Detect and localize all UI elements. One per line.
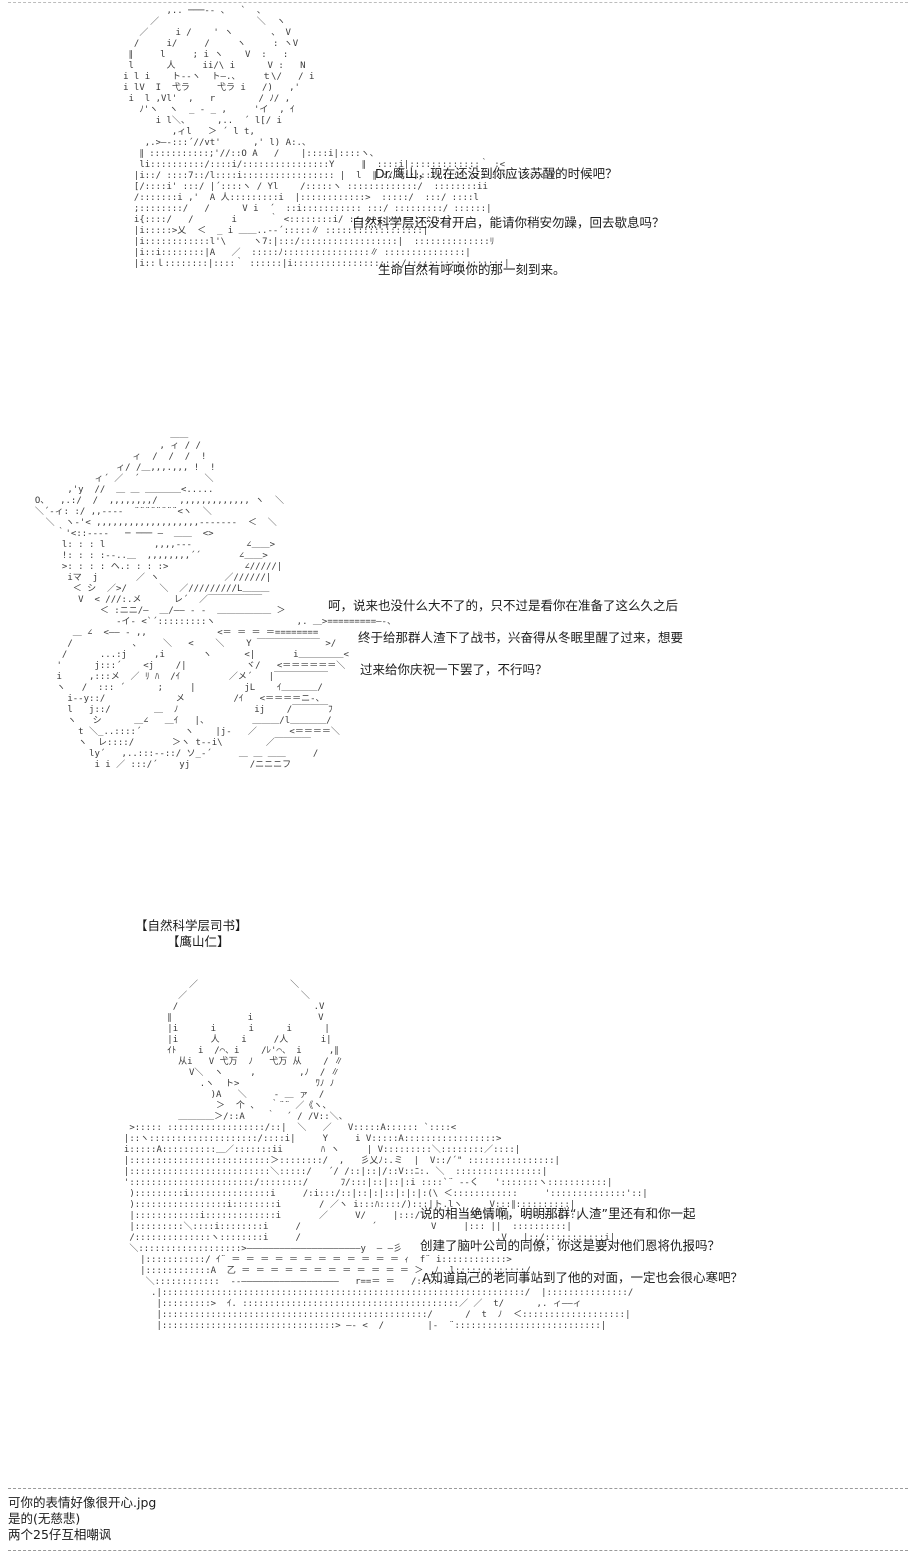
footer-divider-bottom bbox=[8, 1550, 908, 1551]
dialogue-line-3-3: A知道自己的老同事站到了他的对面，一定也会很心寒吧？ bbox=[422, 1270, 744, 1285]
ascii-art-figure-3: ／ ＼ ／ ＼ / .V ∥ i V |i i i i | bbox=[123, 980, 648, 1331]
dialogue-line-2-3: 过来给你庆祝一下罢了，不行吗？ bbox=[360, 662, 548, 677]
dialogue-line-1-3: 生命自然有呼唤你的那一刻到来。 bbox=[378, 262, 566, 277]
dialogue-line-3-1: 说的相当绝情啊，明明那群“人渣”里还有和你一起 bbox=[420, 1206, 696, 1221]
footer-line-3: 两个25仔互相嘲讽 bbox=[8, 1527, 112, 1542]
footer-line-2: 是的(无慈悲) bbox=[8, 1511, 81, 1526]
dialogue-line-3-2: 创建了脑叶公司的同僚，你这是要对他们恩将仇报吗？ bbox=[420, 1238, 721, 1253]
top-divider bbox=[8, 2, 908, 3]
character-name-caption: 【鹰山仁】 bbox=[167, 934, 230, 949]
footer-divider-top bbox=[8, 1488, 908, 1489]
character-title-caption: 【自然科学层司书】 bbox=[135, 918, 248, 933]
footer-line-1: 可你的表情好像很开心.jpg bbox=[8, 1495, 157, 1510]
dialogue-line-1-1: Dr.鹰山，现在还没到你应该苏醒的时候吧？ bbox=[375, 166, 618, 181]
dialogue-line-2-2: 终于给那群人渣下了战书，兴奋得从冬眠里醒了过来，想要 bbox=[358, 630, 684, 645]
dialogue-line-1-2: 自然科学层还没有开启，能请你稍安勿躁，回去歇息吗？ bbox=[352, 215, 665, 230]
ascii-art-figure-1: ,.. ───-- 、 ` 、 ／ ＼ ヽ ／ i / ' ヽ 、 V / i/… bbox=[123, 6, 556, 269]
ascii-art-figure-2: ＿＿ , ィ / / ィ / / / ! ィ/ /＿,,,.,,, ! ! ィ´… bbox=[34, 430, 396, 770]
dialogue-line-2-1: 呵，说来也没什么大不了的，只不过是看你在准备了这么久之后 bbox=[328, 598, 679, 613]
